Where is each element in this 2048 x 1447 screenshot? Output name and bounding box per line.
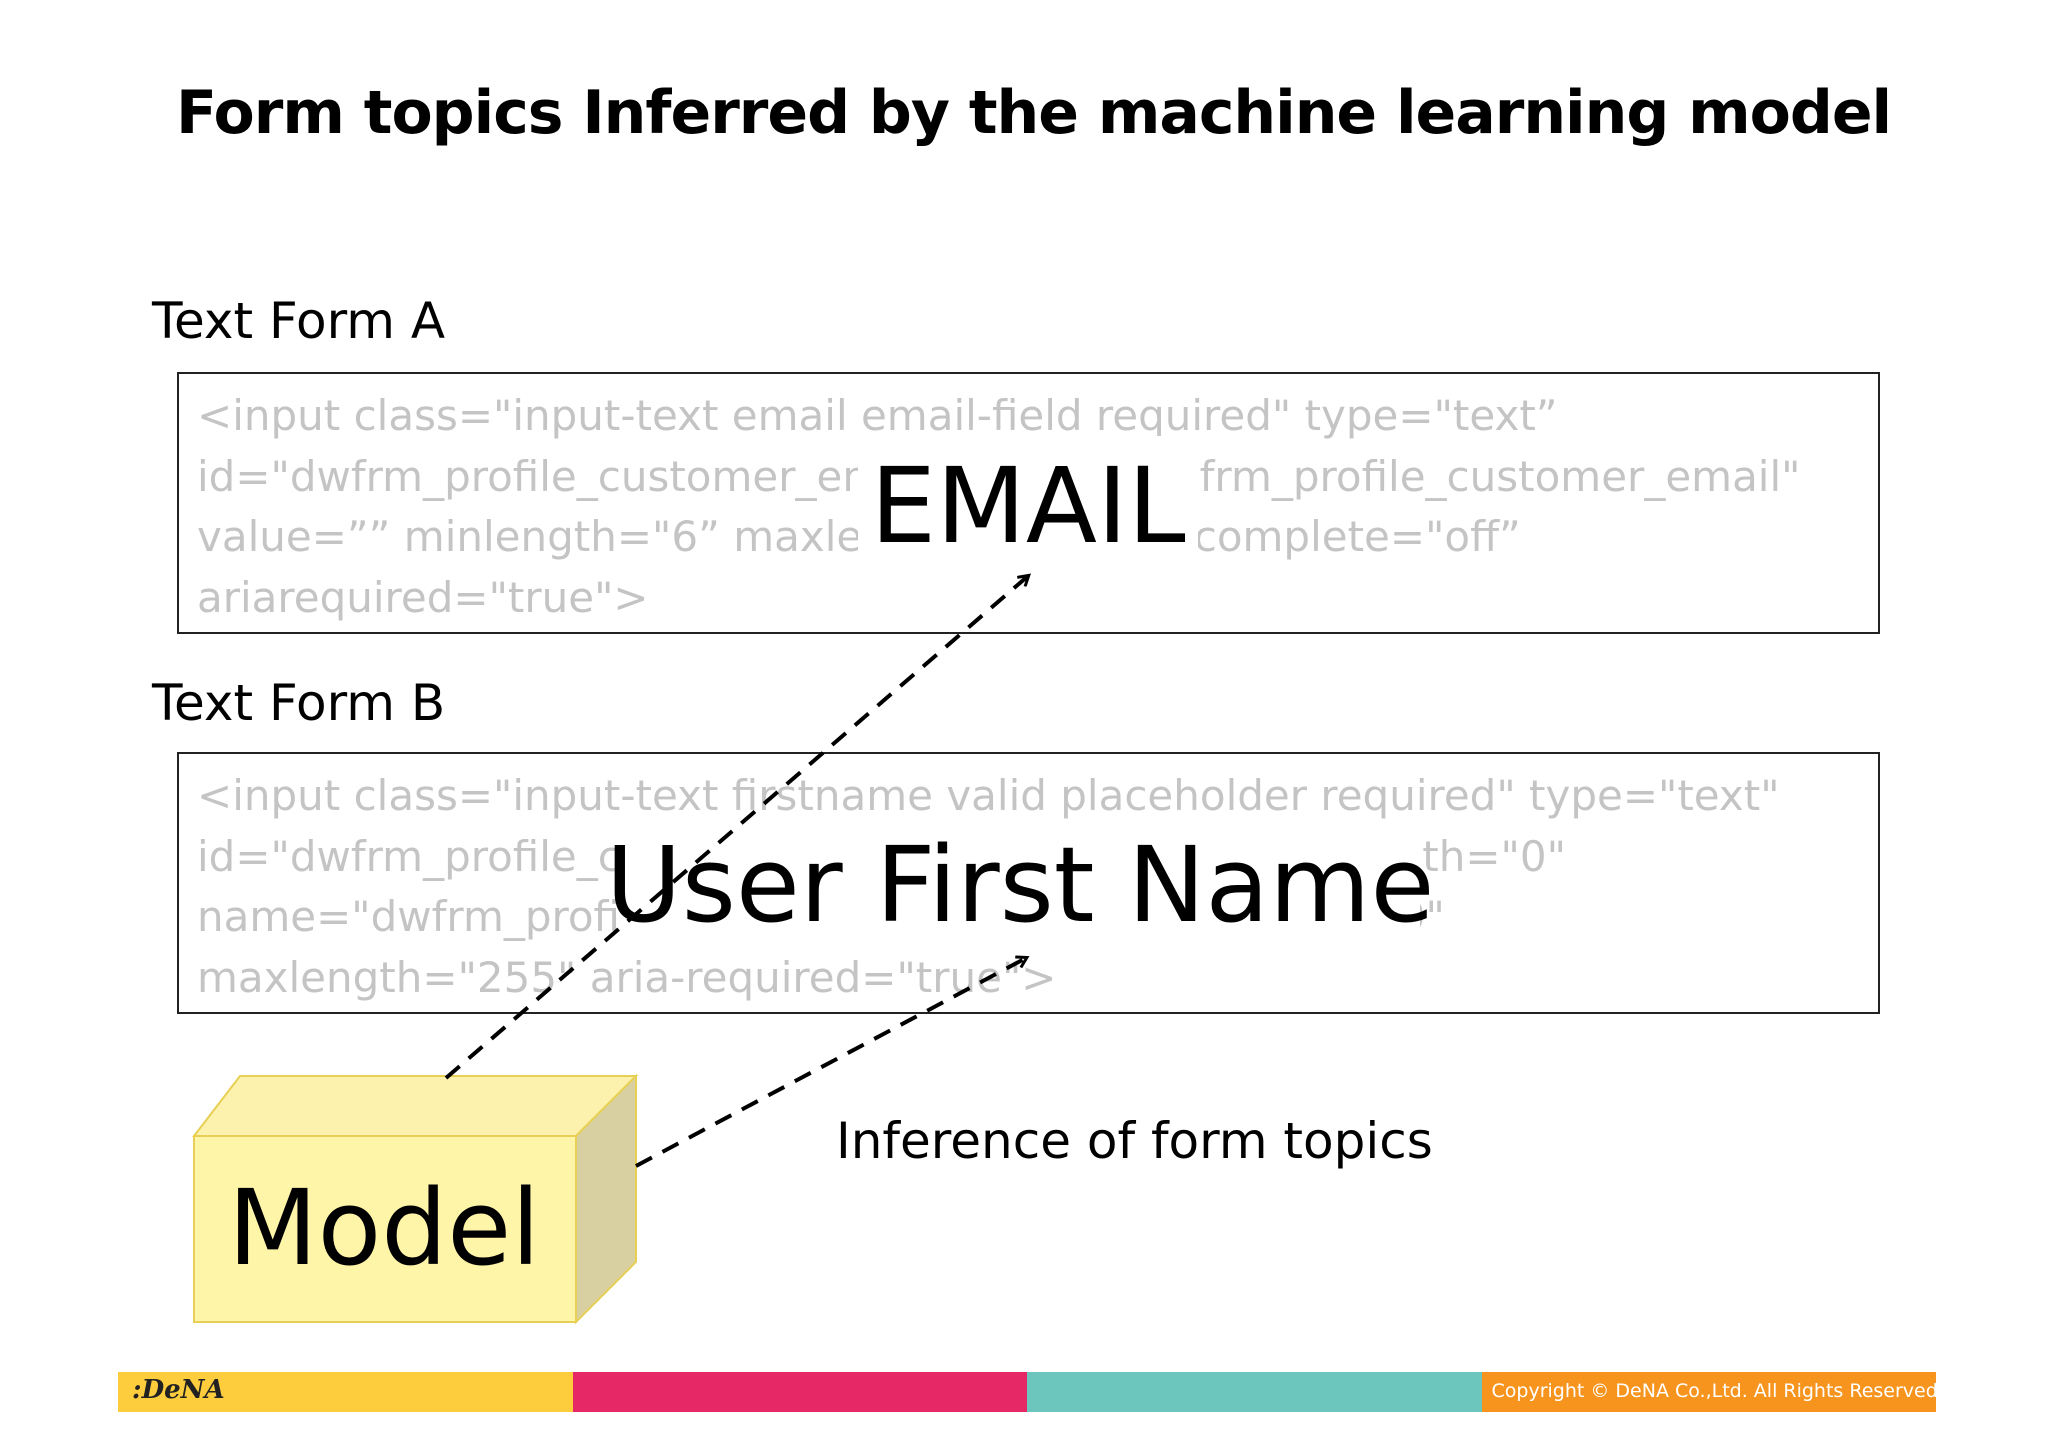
footer-bar: :DeNA Copyright © DeNA Co.,Ltd. All Righ… <box>118 1372 1944 1412</box>
page-title: Form topics Inferred by the machine lear… <box>176 78 1892 148</box>
model-box-front <box>193 1135 577 1323</box>
arrow-to-email <box>444 576 1028 1080</box>
model-label: Model <box>227 1167 541 1289</box>
form-a-code: <input class="input-text email email-fie… <box>197 391 1801 622</box>
footer-segment-orange: Copyright © DeNA Co.,Ltd. All Rights Res… <box>1481 1372 1944 1412</box>
copyright-text: Copyright © DeNA Co.,Ltd. All Rights Res… <box>1491 1380 1944 1402</box>
arrow-to-first-name <box>635 958 1026 1168</box>
footer-segment-pink <box>572 1372 1027 1412</box>
footer-segment-teal <box>1027 1372 1482 1412</box>
topic-email-label: EMAIL <box>858 436 1198 576</box>
topic-first-name-label: User First Name <box>606 820 1434 950</box>
form-b-label: Text Form B <box>152 674 446 732</box>
dena-logo: :DeNA <box>132 1375 225 1405</box>
form-a-label: Text Form A <box>152 292 446 350</box>
footer-segment-yellow: :DeNA <box>118 1372 573 1412</box>
inference-label: Inference of form topics <box>836 1112 1433 1170</box>
form-a-box: <input class="input-text email email-fie… <box>177 372 1880 634</box>
model-box-top <box>191 1075 639 1137</box>
